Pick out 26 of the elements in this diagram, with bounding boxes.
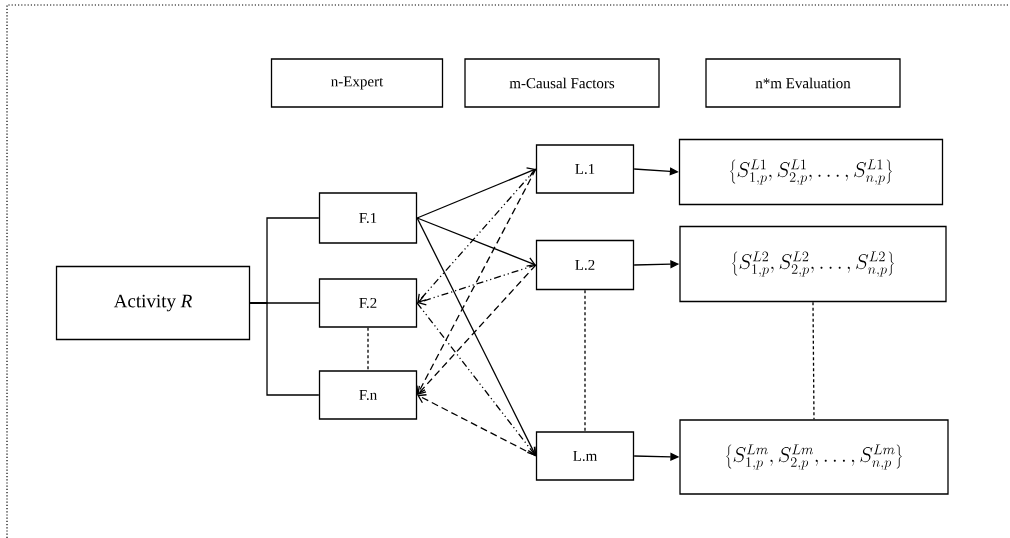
label-box: m-Causal Factors xyxy=(464,58,660,108)
arrow xyxy=(417,394,537,457)
ellipsis-line xyxy=(367,327,369,371)
label-box: F.2 xyxy=(318,278,418,328)
arrow xyxy=(417,168,537,303)
arrow xyxy=(417,264,537,306)
evaluation-box: $\left\{S_{1,p}^{L2},S_{2,p}^{L2},\ldots,S_{n,p}^{L2}\right\}$ xyxy=(679,225,947,303)
label-box: Activity R xyxy=(55,265,251,341)
label-box: F.n xyxy=(318,370,418,420)
arrow xyxy=(416,168,537,395)
arrow xyxy=(416,302,536,456)
ellipsis-line xyxy=(584,289,586,432)
label-box: L.m xyxy=(535,431,635,481)
label-box: n*m Evaluation xyxy=(705,58,901,108)
label-box: L.1 xyxy=(535,144,635,194)
evaluation-box: $\left\{S_{1,p}^{Lm},S_{2,p}^{Lm},\ldots,S_{n,p}^{Lm}\right\}$ xyxy=(679,419,949,495)
label-box: F.1 xyxy=(318,192,418,244)
ellipsis-line xyxy=(812,301,815,420)
arrow xyxy=(416,217,536,267)
label-box: L.2 xyxy=(535,239,635,291)
evaluation-box: $\left\{S_{1,p}^{L1},S_{2,p}^{L1},\ldots,S_{n,p}^{L1}\right\}$ xyxy=(678,138,944,206)
arrow xyxy=(416,217,537,456)
label-box: n-Expert xyxy=(270,58,444,108)
arrow xyxy=(416,167,536,219)
tree-connector xyxy=(249,302,320,396)
arrow xyxy=(417,264,537,395)
